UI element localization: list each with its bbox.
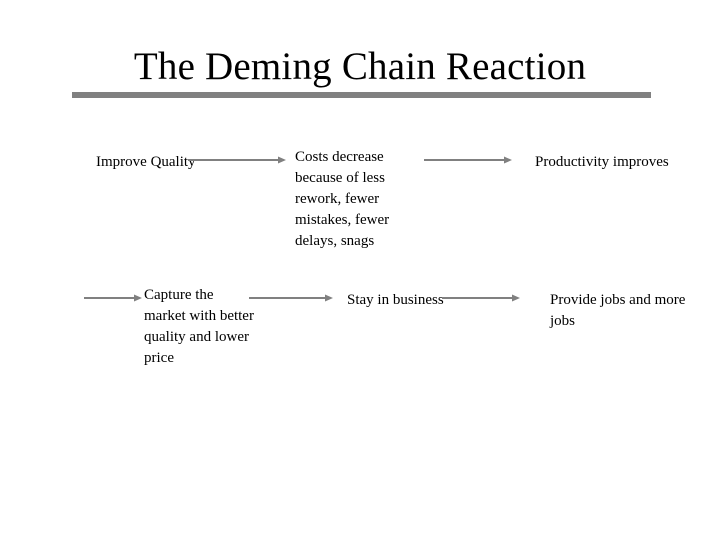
flow-node-productivity-improves: Productivity improves [535, 154, 669, 170]
flow-node-improve-quality: Improve Quality [96, 154, 196, 170]
flow-node-stay-in-business: Stay in business [347, 292, 444, 308]
flow-arrow-right-icon [442, 292, 520, 304]
page-title: The Deming Chain Reaction [133, 45, 587, 88]
flow-node-costs-decrease: Costs decrease because of less rework, f… [295, 149, 390, 249]
flow-arrow-right-icon [188, 154, 286, 166]
flow-arrow-right-icon [84, 292, 142, 304]
flow-node-provide-jobs: Provide jobs and more jobs [550, 292, 686, 329]
title-divider-rule [72, 92, 651, 98]
flow-arrow-right-icon [249, 292, 333, 304]
flow-node-capture-market: Capture the market with better quality a… [144, 287, 254, 366]
flow-arrow-right-icon [424, 154, 512, 166]
